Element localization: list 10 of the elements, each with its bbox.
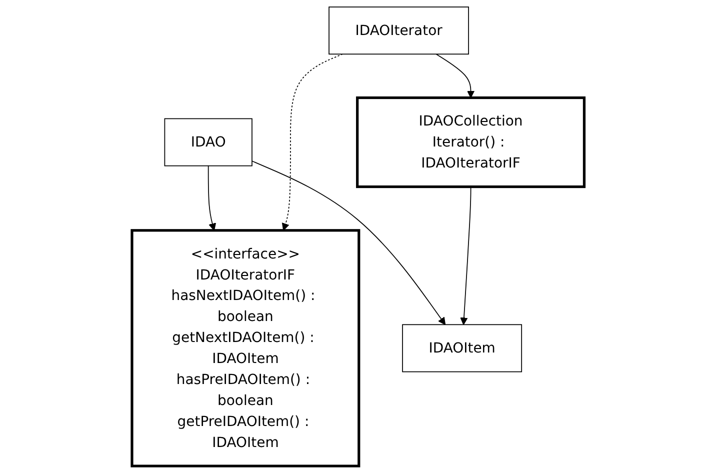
- arrow: [208, 165, 216, 231]
- arrow: [282, 54, 343, 231]
- node-box: <<interface>> IDAOIteratorIF hasNextIDAOItem() : boolean getNextIDAOItem() : IDAOItem hasPreIDAOItem() : boolean getPreIDAOItem() : IDAOItem: [130, 229, 360, 468]
- node-box: IDAOItem: [402, 324, 522, 372]
- node-box: IDAO: [164, 118, 252, 166]
- arrow: [251, 160, 446, 325]
- arrow: [436, 54, 475, 98]
- arrow: [460, 186, 472, 325]
- node-box: IDAOCollection Iterator() : IDAOIteratorIF: [356, 96, 586, 188]
- node-box: IDAOIterator: [328, 6, 469, 55]
